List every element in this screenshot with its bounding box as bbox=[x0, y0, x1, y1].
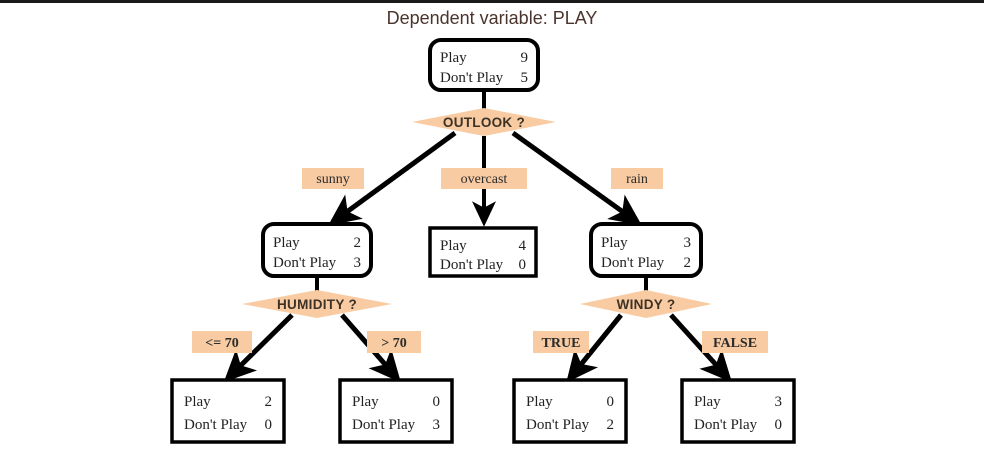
root-play-label: Play bbox=[440, 50, 467, 66]
node-rain-play-label: Play bbox=[601, 235, 628, 251]
edge-label-gt70: > 70 bbox=[367, 331, 421, 353]
leaf-humidity-gt70-dontplay-label: Don't Play bbox=[352, 417, 416, 433]
humidity-diamond-shape bbox=[242, 290, 392, 318]
decision-node-windy: WINDY ? bbox=[580, 290, 712, 318]
node-overcast-box bbox=[428, 226, 538, 278]
leaf-humidity-gt70-play-value: 0 bbox=[433, 394, 441, 410]
leaf-humidity-gt70-box bbox=[338, 378, 454, 444]
leaf-windy-false: Play 3 Don't Play 0 bbox=[680, 378, 796, 444]
node-overcast-play-value: 4 bbox=[519, 238, 527, 254]
top-divider-rule bbox=[0, 0, 984, 3]
leaf-humidity-lte70-dontplay-label: Don't Play bbox=[184, 417, 248, 433]
edge-label-false-bg bbox=[702, 331, 768, 353]
leaf-windy-false-play-value: 3 bbox=[775, 394, 783, 410]
leaf-windy-true-dontplay-label: Don't Play bbox=[526, 417, 590, 433]
node-rain: Play 3 Don't Play 2 bbox=[589, 222, 703, 278]
root-node: Play 9 Don't Play 5 bbox=[428, 38, 540, 92]
windy-label: WINDY ? bbox=[617, 297, 676, 312]
leaf-humidity-lte70-play-label: Play bbox=[184, 394, 211, 410]
edge-line-lte70 bbox=[223, 313, 294, 383]
leaf-windy-false-dontplay-label: Don't Play bbox=[694, 417, 758, 433]
edge-label-rain-bg bbox=[611, 168, 663, 189]
leaf-windy-true: Play 0 Don't Play 2 bbox=[512, 378, 628, 444]
leaf-windy-false-box bbox=[680, 378, 796, 444]
node-sunny-dontplay-value: 3 bbox=[354, 255, 362, 271]
node-overcast-play-label: Play bbox=[440, 238, 467, 254]
edge-label-true-bg bbox=[533, 331, 589, 353]
node-sunny-dontplay-label: Don't Play bbox=[273, 255, 337, 271]
edge-line-true bbox=[566, 313, 623, 383]
node-rain-dontplay-value: 2 bbox=[684, 255, 692, 271]
node-sunny-play-value: 2 bbox=[354, 235, 362, 251]
leaf-windy-true-play-label: Play bbox=[526, 394, 553, 410]
leaf-humidity-lte70-box bbox=[170, 378, 286, 444]
edge-label-lte70: <= 70 bbox=[192, 331, 252, 353]
leaf-windy-true-play-value: 0 bbox=[607, 394, 615, 410]
root-dontplay-label: Don't Play bbox=[440, 70, 504, 86]
edge-label-sunny: sunny bbox=[302, 168, 364, 189]
edge-line-rain bbox=[511, 130, 642, 226]
node-overcast: Play 4 Don't Play 0 bbox=[428, 226, 538, 278]
node-sunny: Play 2 Don't Play 3 bbox=[261, 222, 373, 278]
node-rain-dontplay-label: Don't Play bbox=[601, 255, 665, 271]
edge-label-true-text: TRUE bbox=[542, 336, 581, 351]
edge-label-gt70-bg bbox=[367, 331, 421, 353]
edge-label-lte70-text: <= 70 bbox=[205, 336, 238, 351]
edge-label-lte70-bg bbox=[192, 331, 252, 353]
edge-label-false: FALSE bbox=[702, 331, 768, 353]
windy-diamond-shape bbox=[580, 290, 712, 318]
edge-line-false bbox=[669, 313, 733, 383]
outlook-label: OUTLOOK ? bbox=[443, 115, 525, 130]
leaf-windy-false-dontplay-value: 0 bbox=[775, 417, 783, 433]
outlook-diamond-shape bbox=[412, 108, 556, 136]
node-rain-play-value: 3 bbox=[684, 235, 692, 251]
leaf-humidity-lte70-dontplay-value: 0 bbox=[265, 417, 273, 433]
edge-label-rain-text: rain bbox=[626, 172, 648, 187]
humidity-label: HUMIDITY ? bbox=[277, 297, 357, 312]
root-dontplay-value: 5 bbox=[521, 70, 529, 86]
figure-title: Dependent variable: PLAY bbox=[387, 8, 598, 28]
leaf-humidity-gt70: Play 0 Don't Play 3 bbox=[338, 378, 454, 444]
leaf-humidity-gt70-dontplay-value: 3 bbox=[433, 417, 441, 433]
edge-label-true: TRUE bbox=[533, 331, 589, 353]
leaf-windy-true-dontplay-value: 2 bbox=[607, 417, 615, 433]
edge-label-sunny-bg bbox=[302, 168, 364, 189]
root-play-value: 9 bbox=[521, 50, 529, 66]
edge-label-rain: rain bbox=[611, 168, 663, 189]
node-sunny-play-label: Play bbox=[273, 235, 300, 251]
edge-label-overcast-bg bbox=[441, 168, 527, 189]
decision-node-outlook: OUTLOOK ? bbox=[412, 108, 556, 136]
decision-node-humidity: HUMIDITY ? bbox=[242, 290, 392, 318]
leaf-windy-true-box bbox=[512, 378, 628, 444]
leaf-humidity-lte70-play-value: 2 bbox=[265, 394, 273, 410]
edge-label-overcast: overcast bbox=[441, 168, 527, 189]
edge-label-sunny-text: sunny bbox=[316, 172, 349, 187]
edge-label-false-text: FALSE bbox=[713, 336, 757, 351]
edge-label-overcast-text: overcast bbox=[461, 172, 508, 187]
edge-label-gt70-text: > 70 bbox=[381, 336, 406, 351]
node-overcast-dontplay-label: Don't Play bbox=[440, 257, 504, 273]
leaf-humidity-gt70-play-label: Play bbox=[352, 394, 379, 410]
leaf-windy-false-play-label: Play bbox=[694, 394, 721, 410]
leaf-humidity-lte70: Play 2 Don't Play 0 bbox=[170, 378, 286, 444]
node-overcast-dontplay-value: 0 bbox=[519, 257, 527, 273]
edge-line-sunny bbox=[328, 130, 457, 226]
